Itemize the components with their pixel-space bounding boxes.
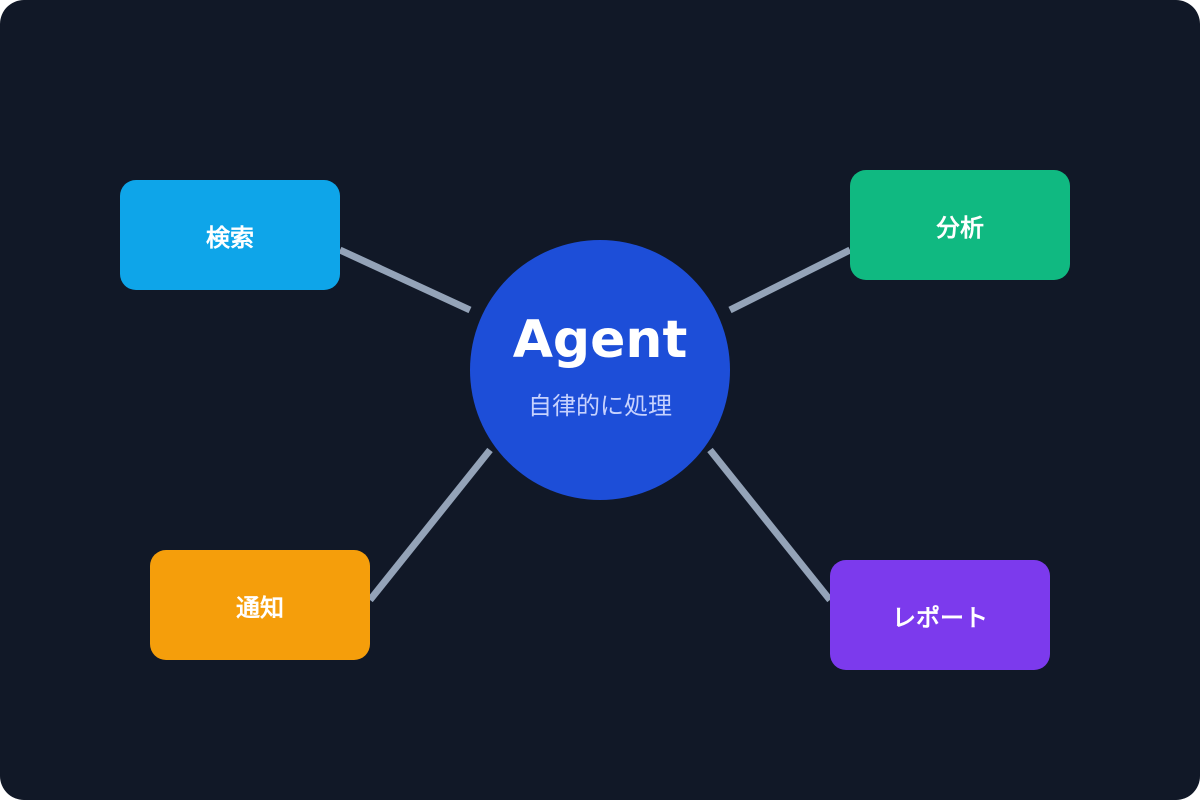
node-search-label: 検索 [206,223,254,252]
hub-title: Agent [512,310,688,370]
node-analysis: 分析 [850,170,1070,280]
node-report-label: レポート [892,603,988,632]
agent-hub: Agent 自律的に処理 [470,240,730,500]
connector-report [707,447,833,603]
node-analysis-label: 分析 [936,213,984,242]
connector-notify [367,447,493,603]
node-notify: 通知 [150,550,370,660]
connector-analysis [728,246,852,314]
node-notify-label: 通知 [236,593,284,622]
hub-subtitle: 自律的に処理 [528,392,672,420]
connector-search [338,246,472,314]
node-report: レポート [830,560,1050,670]
node-search: 検索 [120,180,340,290]
